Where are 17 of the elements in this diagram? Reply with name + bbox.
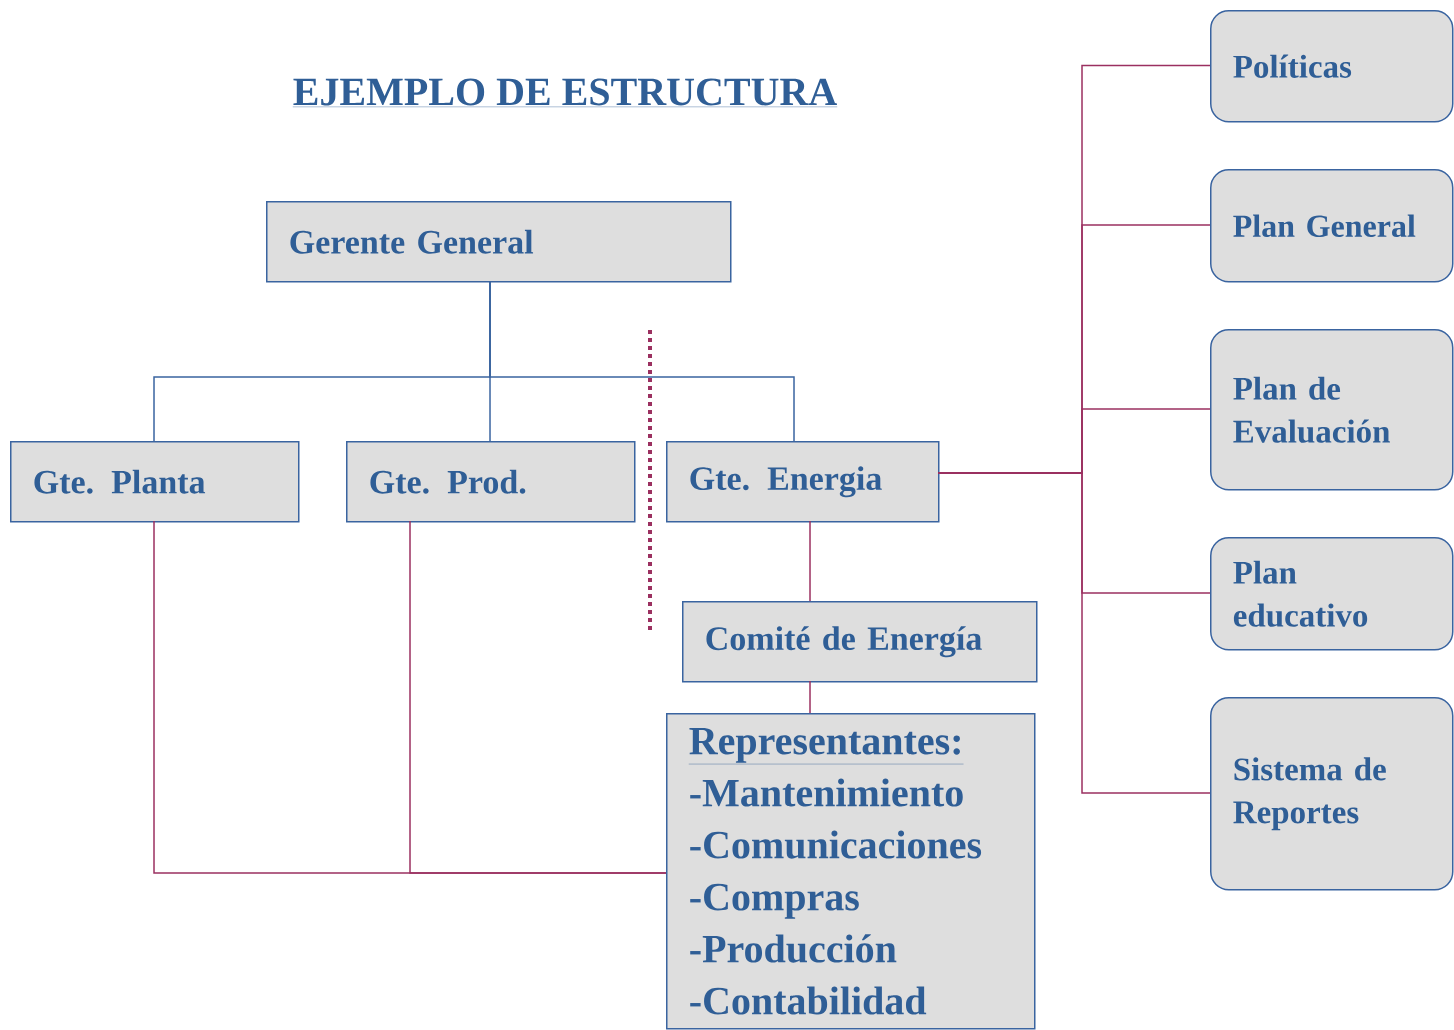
plan-box: Plan de Evaluación <box>1210 329 1454 491</box>
org-box: Comité de Energía <box>682 601 1038 683</box>
plan-box: Políticas <box>1210 10 1454 123</box>
org-box: Gerente General <box>266 201 732 283</box>
connector-line <box>809 680 811 714</box>
representatives-box: Representantes: -Mantenimiento -Comunicaciones -Compras -Producción -Contabilidad <box>666 713 1036 1030</box>
title: EJEMPLO DE ESTRUCTURA <box>292 78 838 108</box>
connector-line <box>937 472 1211 794</box>
connector-line <box>809 520 811 602</box>
org-box: Gte. Energia <box>666 441 940 523</box>
plan-box: Plan educativo <box>1210 537 1454 651</box>
org-box: Gte. Planta <box>10 441 300 523</box>
org-box: Gte. Prod. <box>346 441 636 523</box>
connector-line <box>489 280 795 442</box>
connector-line <box>409 520 667 874</box>
plan-box: Sistema de Reportes <box>1210 697 1454 891</box>
plan-box: Plan General <box>1210 169 1454 283</box>
